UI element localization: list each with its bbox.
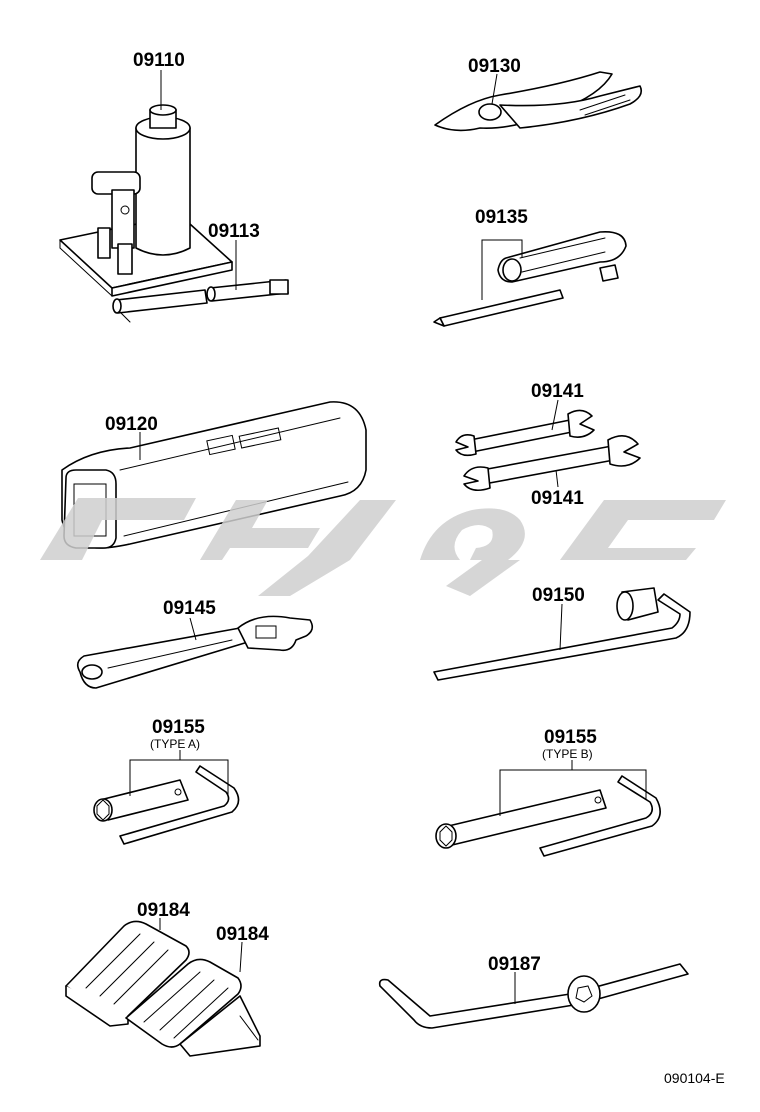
wrench-lower-illustration: [463, 435, 641, 492]
part-number-09141-lower: 09141: [531, 488, 584, 509]
wheel-chock-left-illustration: [65, 920, 190, 1027]
part-number-09113: 09113: [208, 221, 260, 242]
part-number-09110: 09110: [133, 50, 185, 71]
part-number-09130: 09130: [468, 56, 521, 77]
part-number-09120: 09120: [105, 414, 158, 435]
wrench-upper-illustration: [455, 409, 595, 457]
type-label-b: (TYPE B): [542, 747, 593, 761]
part-number-09135: 09135: [475, 207, 528, 228]
watermark-logo: [40, 498, 726, 596]
leader-lines: [129, 70, 647, 1004]
wheel-chock-right-illustration: [125, 958, 261, 1057]
part-number-09155-type-a: 09155: [152, 717, 205, 738]
jack-illustration: [59, 104, 233, 297]
screwdriver-illustration: [433, 230, 627, 327]
jack-handle-bar-illustration: [378, 963, 689, 1029]
plug-wrench-b-illustration: [435, 775, 661, 857]
part-number-09141-upper: 09141: [531, 381, 584, 402]
pliers-illustration: [434, 71, 643, 132]
part-number-09145: 09145: [163, 598, 216, 619]
part-number-09155-type-b: 09155: [544, 727, 597, 748]
wheel-nut-wrench-illustration: [433, 587, 691, 681]
adjustable-wrench-illustration: [76, 615, 314, 689]
diagram-code: 090104-E: [664, 1070, 725, 1086]
part-number-09184-right: 09184: [216, 924, 269, 945]
part-number-09187: 09187: [488, 954, 541, 975]
plug-wrench-a-illustration: [93, 765, 240, 845]
part-number-09150: 09150: [532, 585, 585, 606]
jack-handle-illustration: [112, 279, 289, 323]
type-label-a: (TYPE A): [150, 737, 200, 751]
part-labels: 09110 09113 09130 09135 09141 09141 0912…: [105, 50, 725, 1086]
part-number-09184-left: 09184: [137, 900, 190, 921]
